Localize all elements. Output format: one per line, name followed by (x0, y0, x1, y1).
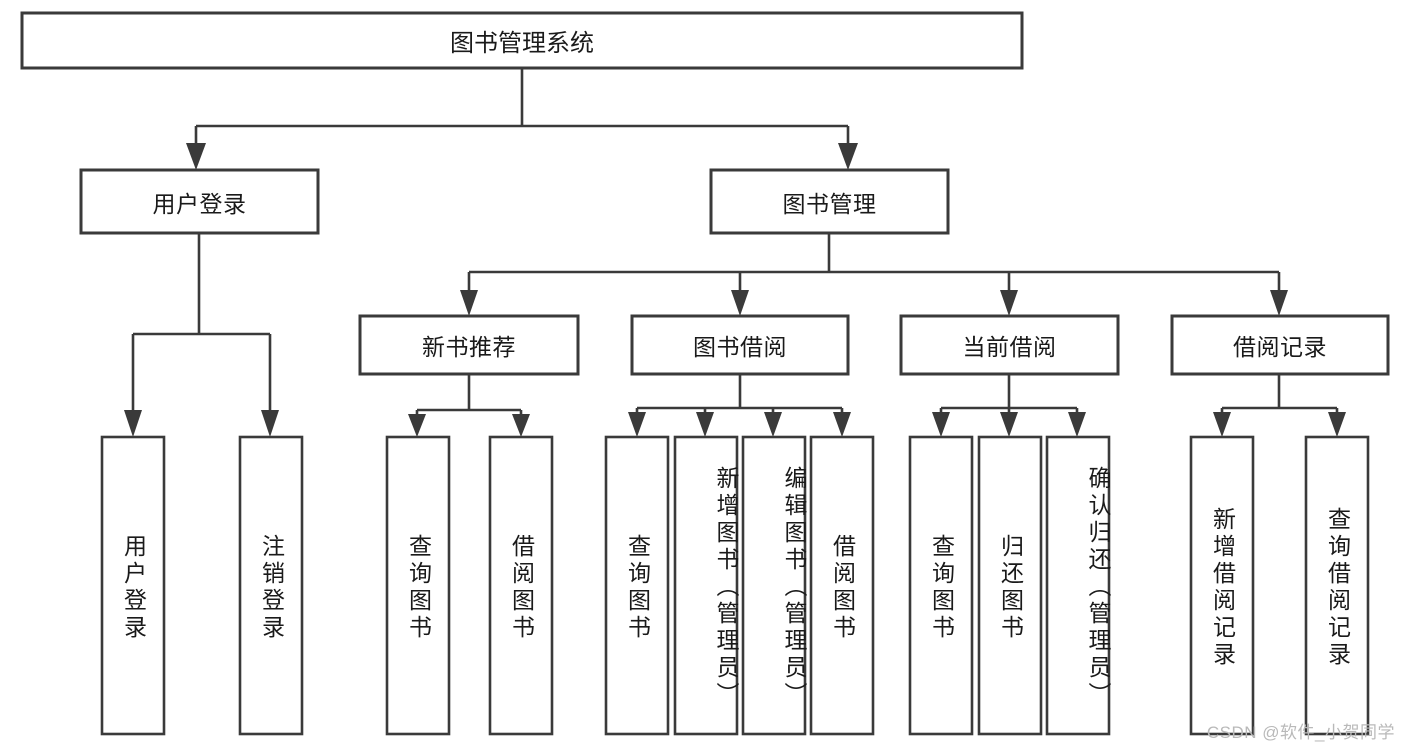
leaf-box-book-borrow-1[interactable] (673, 435, 739, 736)
connector-borrowrecord-to-leaves (1213, 374, 1346, 437)
node-book-borrow-box[interactable] (630, 314, 850, 376)
connector-userlogin-to-leaves (124, 233, 279, 437)
leaf-box-book-borrow-3[interactable] (809, 435, 875, 736)
connector-root-to-level2 (186, 68, 858, 170)
node-user-login-box[interactable] (79, 168, 320, 235)
leaf-box-current-borrow-0[interactable] (908, 435, 974, 736)
connector-currentborrow-to-leaves (932, 374, 1086, 437)
connector-newbook-to-leaves (408, 374, 530, 437)
connector-bookmgmt-to-level3 (460, 233, 1288, 316)
leaf-box-user-login-0[interactable] (100, 435, 166, 736)
node-root-box[interactable] (20, 11, 1024, 70)
node-new-book-recommend-box[interactable] (358, 314, 580, 376)
leaf-box-borrow-record-1[interactable] (1304, 435, 1370, 736)
connector-bookborrow-to-leaves (628, 374, 851, 437)
leaf-box-new-book-1[interactable] (488, 435, 554, 736)
leaf-box-current-borrow-2[interactable] (1045, 435, 1111, 736)
node-borrow-record-box[interactable] (1170, 314, 1390, 376)
leaf-box-borrow-record-0[interactable] (1189, 435, 1255, 736)
leaf-box-user-login-1[interactable] (238, 435, 304, 736)
node-current-borrow-box[interactable] (899, 314, 1120, 376)
leaf-box-current-borrow-1[interactable] (977, 435, 1043, 736)
leaf-box-book-borrow-0[interactable] (604, 435, 670, 736)
leaf-box-new-book-0[interactable] (385, 435, 451, 736)
node-book-management-box[interactable] (709, 168, 950, 235)
leaf-box-book-borrow-2[interactable] (741, 435, 807, 736)
